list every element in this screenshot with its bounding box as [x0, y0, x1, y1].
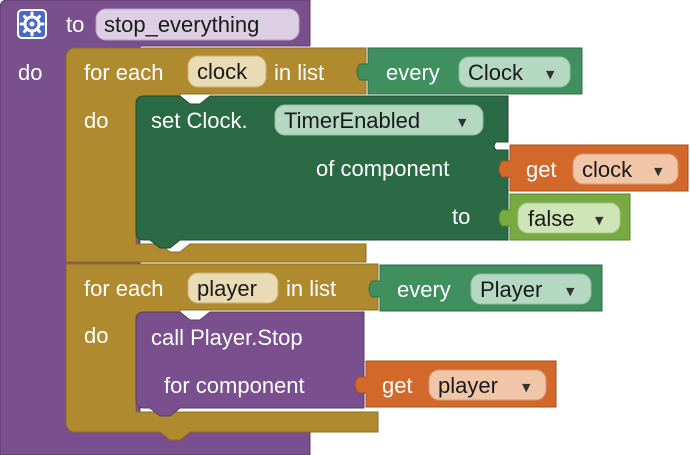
call-label: call Player.Stop	[151, 325, 303, 350]
in-list-label: in list	[286, 276, 336, 301]
property-value: TimerEnabled	[284, 108, 420, 133]
for-each-player-block[interactable]: for each player in list do	[65, 263, 379, 441]
get-clock-dropdown[interactable]: clock ▼	[572, 153, 679, 185]
set-label: set Clock.	[151, 108, 248, 133]
loop-var-player-field[interactable]: player	[187, 272, 279, 304]
get-label: get	[526, 157, 557, 182]
chevron-down-icon: ▼	[654, 165, 663, 178]
for-component-label: for component	[164, 373, 305, 398]
every-label: every	[386, 60, 440, 85]
procedure-do-label: do	[18, 60, 42, 85]
call-player-stop-block[interactable]: call Player.Stop for component	[135, 311, 365, 417]
every-player-dropdown[interactable]: Player ▼	[470, 273, 592, 305]
every-player-block[interactable]: every Player ▼	[368, 264, 603, 312]
get-player-value: player	[438, 373, 498, 398]
gear-icon[interactable]	[17, 9, 47, 39]
procedure-to-label: to	[66, 12, 84, 37]
chevron-down-icon: ▼	[522, 381, 531, 394]
loop-do-label: do	[84, 108, 108, 133]
chevron-down-icon: ▼	[546, 68, 555, 81]
loop-var-clock: clock	[197, 59, 248, 84]
chevron-down-icon: ▼	[595, 214, 604, 227]
for-each-clock-block[interactable]: for each clock in list do	[65, 47, 367, 263]
every-clock-dropdown[interactable]: Clock ▼	[458, 56, 571, 88]
procedure-name: stop_everything	[104, 12, 259, 37]
get-player-dropdown[interactable]: player ▼	[428, 369, 547, 401]
set-clock-timerenabled-block[interactable]: set Clock. TimerEnabled ▼ of component t…	[135, 95, 509, 249]
every-player-value: Player	[480, 277, 542, 302]
false-block[interactable]: false ▼	[498, 193, 631, 241]
of-component-label: of component	[316, 156, 449, 181]
to-label: to	[452, 204, 470, 229]
loop-var-player: player	[197, 276, 257, 301]
chevron-down-icon: ▼	[458, 116, 467, 129]
procedure-name-field[interactable]: stop_everything	[95, 8, 300, 41]
get-clock-value: clock	[582, 157, 633, 182]
every-clock-value: Clock	[468, 60, 524, 85]
loop-do-label: do	[84, 323, 108, 348]
get-label: get	[382, 373, 413, 398]
false-value: false	[528, 206, 574, 231]
loop-var-clock-field[interactable]: clock	[187, 55, 267, 88]
for-each-label: for each	[84, 60, 164, 85]
in-list-label: in list	[274, 60, 324, 85]
get-player-block[interactable]: get player ▼	[354, 360, 557, 408]
get-clock-block[interactable]: get clock ▼	[498, 144, 689, 192]
every-clock-block[interactable]: every Clock ▼	[356, 47, 583, 95]
for-each-label: for each	[84, 276, 164, 301]
false-dropdown[interactable]: false ▼	[517, 202, 621, 234]
chevron-down-icon: ▼	[566, 285, 575, 298]
property-dropdown[interactable]: TimerEnabled ▼	[274, 104, 484, 136]
every-label: every	[397, 277, 451, 302]
